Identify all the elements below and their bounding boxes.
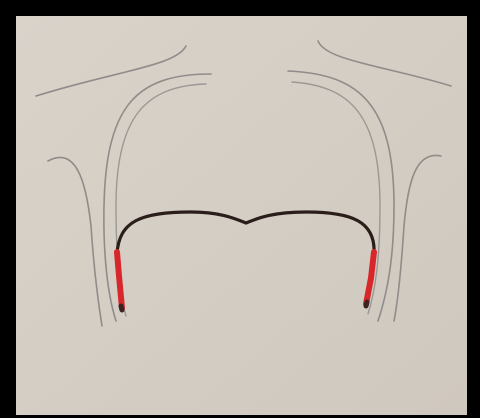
paper-surface (16, 16, 467, 415)
left-wire-tip (121, 306, 122, 310)
dental-arch-illustration (16, 16, 467, 415)
right-wire-tip (366, 302, 367, 306)
paper-background (16, 16, 467, 415)
